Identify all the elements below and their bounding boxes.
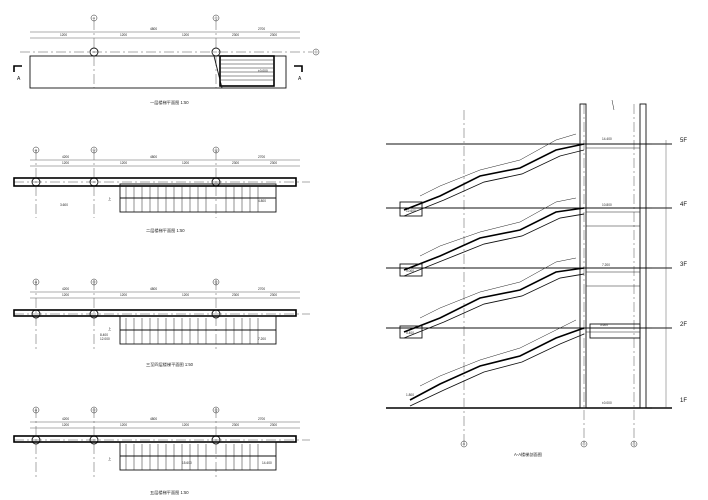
dim-text: 4800 xyxy=(150,417,157,421)
up-label: 上 xyxy=(108,196,112,201)
elev-label: 4.800 xyxy=(258,199,266,203)
floor-label: 1F xyxy=(680,398,687,404)
dim-text: 2300 xyxy=(270,33,277,37)
plan-caption: 三至四层楼梯平面图 1:50 xyxy=(146,361,194,368)
section-aa: ⑩ ⑪ ⑫ xyxy=(386,99,687,458)
axis-label: ⑩ xyxy=(463,443,466,447)
dim-text: 1200 xyxy=(120,161,127,165)
axis-label: ⑫ xyxy=(215,16,219,21)
axis-label: ⑩ xyxy=(35,149,38,153)
floor-label: 5F xyxy=(680,138,687,144)
dim-text: 2300 xyxy=(232,423,239,427)
elev-label: 3.600 xyxy=(60,203,68,207)
floor-label: 3F xyxy=(680,262,687,268)
stair-flight xyxy=(399,197,585,277)
landing-elevation: 9.000 xyxy=(406,269,414,273)
plan-caption: 二层楼梯平面图 1:50 xyxy=(146,227,185,234)
dim-text: 2300 xyxy=(270,293,277,297)
stair-flight xyxy=(399,133,585,217)
dim-text: 2700 xyxy=(258,287,265,291)
dim-text: 4800 xyxy=(150,27,157,31)
plan-fifth-floor: ⑩ ⑪ ⑫ 4200 4800 2700 1200 1200 1200 2300… xyxy=(13,406,310,496)
floor-elevation: ±0.000 xyxy=(602,401,612,405)
dim-text: 1200 xyxy=(120,293,127,297)
dim-text: 2300 xyxy=(270,161,277,165)
axis-label: ⑪ xyxy=(93,148,97,153)
axis-label: ⑪ xyxy=(93,408,97,413)
axis-bubble xyxy=(312,48,320,56)
landing-elevation: 5.400 xyxy=(406,331,414,335)
axis-label: ⑪ xyxy=(93,280,97,285)
dim-text: 2700 xyxy=(258,27,265,31)
floor-elevation: 10.800 xyxy=(602,203,612,207)
dim-text: 2300 xyxy=(232,161,239,165)
dim-text: 4200 xyxy=(62,287,69,291)
dim-text: 2300 xyxy=(232,33,239,37)
elev-label: 7.200 xyxy=(258,337,266,341)
axis-label: ⑪ xyxy=(315,50,319,55)
elev-label: 15.600 xyxy=(182,461,192,465)
floor-elevation: 14.400 xyxy=(602,137,612,141)
elev-label: 14.400 xyxy=(262,461,272,465)
plan-ground-floor: ⑩ ⑫ ⑪ 4800 2700 1200 1200 1200 2300 2300… xyxy=(13,14,320,106)
dim-text: 1200 xyxy=(62,293,69,297)
stair-flight xyxy=(399,257,585,339)
axis-label: ⑪ xyxy=(583,442,587,447)
dim-text: 1200 xyxy=(60,33,67,37)
floor-elevation: 7.200 xyxy=(602,263,610,267)
axis-label: ⑩ xyxy=(93,17,96,21)
dim-text: 2300 xyxy=(270,423,277,427)
dim-text: 4800 xyxy=(150,155,157,159)
axis-label: ⑩ xyxy=(35,409,38,413)
axis-label: ⑩ xyxy=(35,281,38,285)
elev-label: 12.000 xyxy=(100,337,110,341)
axis-label: ⑫ xyxy=(633,442,637,447)
floor-label: 2F xyxy=(680,322,687,328)
section-mark: A xyxy=(17,76,21,82)
dim-text: 2700 xyxy=(258,155,265,159)
section-caption: A-A楼梯剖面图 xyxy=(514,451,542,458)
axis-label: ⑫ xyxy=(215,408,219,413)
up-label: 上 xyxy=(108,326,112,331)
dim-text: 1200 xyxy=(182,33,189,37)
floor-label: 4F xyxy=(680,202,687,208)
dim-text: 2300 xyxy=(232,293,239,297)
dim-text: 4200 xyxy=(62,417,69,421)
elev-label: 8.400 xyxy=(100,333,108,337)
dim-text: 1200 xyxy=(62,423,69,427)
up-label: 上 xyxy=(108,456,112,461)
dim-text: 4800 xyxy=(150,287,157,291)
landing-elevation: 12.600 xyxy=(406,209,416,213)
axis-label: ⑫ xyxy=(215,148,219,153)
axis-label: ⑫ xyxy=(215,280,219,285)
elev-label: ±0.000 xyxy=(258,69,268,73)
floor-elevation: 3.600 xyxy=(600,323,608,327)
axis-bubble xyxy=(212,14,220,22)
plan-caption: 五层楼梯平面图 1:50 xyxy=(150,489,189,496)
dim-text: 1200 xyxy=(182,161,189,165)
axis-bubble xyxy=(90,14,98,22)
section-mark: A xyxy=(298,76,302,82)
dim-text: 1200 xyxy=(182,293,189,297)
plan-third-fourth-floor: ⑩ ⑪ ⑫ 4200 4800 2700 1200 1200 1200 2300… xyxy=(13,278,310,368)
plan-caption: 一层楼梯平面图 1:50 xyxy=(150,99,189,106)
dim-text: 4200 xyxy=(62,155,69,159)
landing-elevation: 1.800 xyxy=(406,393,414,397)
dim-text: 1200 xyxy=(182,423,189,427)
dim-text: 1200 xyxy=(62,161,69,165)
dim-text: 2700 xyxy=(258,417,265,421)
dim-text: 1200 xyxy=(120,423,127,427)
plan-second-floor: ⑩ ⑪ ⑫ 4200 4800 2700 1200 1200 1200 2300… xyxy=(13,146,310,234)
dim-text: 1200 xyxy=(120,33,127,37)
stair-flight xyxy=(409,319,585,407)
